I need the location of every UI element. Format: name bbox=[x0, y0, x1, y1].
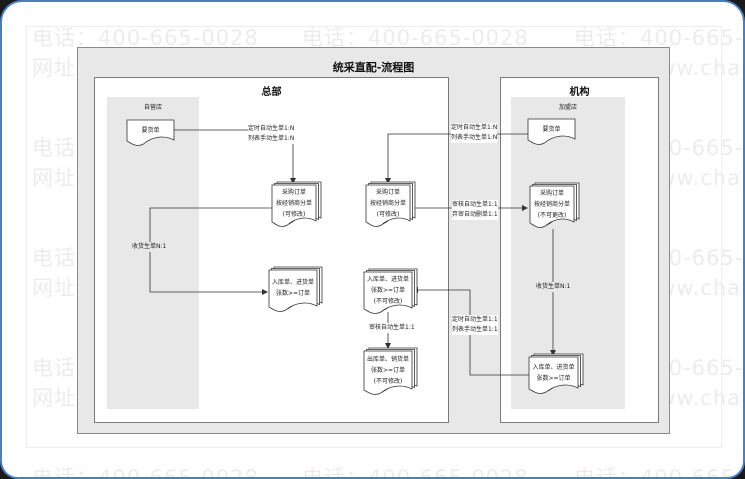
hq-outbound-doc: 出库单、销货单张数>=订单 (不可修改) bbox=[363, 347, 418, 395]
document-label-line: 张数>=订单 bbox=[536, 374, 571, 382]
edge-label-line: 审核自动生单1:1 bbox=[369, 324, 415, 331]
edge-label-line: 列表手动生单1:N bbox=[451, 134, 498, 141]
document-label-line: 采购订单 bbox=[281, 189, 306, 196]
edge-label-self-to-po: 定时自动生单1:N 列表手动生单1:N bbox=[248, 124, 295, 144]
document-label-line: 入库单、进货单 bbox=[366, 276, 409, 283]
document-label-line: 按经销商分单 bbox=[533, 201, 570, 208]
edge-label-franchise-to-po: 定时自动生单1:N 列表手动生单1:N bbox=[451, 123, 498, 143]
edge-label-line: 列表手动生单1:1 bbox=[452, 326, 498, 333]
edge-label-line: 审核自动生单1:1 bbox=[452, 201, 498, 208]
franchise-purchase-order-doc: 采购订单按经销商分单 (不可更改) bbox=[529, 182, 580, 228]
edge-label-self-receive: 收货生单N:1 bbox=[132, 242, 167, 252]
hq-receipt-center-doc: 入库单、进货单张数>=订单 (不可修改) bbox=[363, 268, 418, 314]
document-label-line: 入库单、进货单 bbox=[271, 279, 314, 286]
multi-document-icon bbox=[268, 266, 323, 312]
document-label: 采购订单按经销商分单 (不可更改) bbox=[530, 188, 574, 221]
edge-label-receipt-to-outbound: 审核自动生单1:1 bbox=[369, 323, 415, 333]
document-label-line: 张数>=订单 bbox=[275, 290, 311, 297]
document-label: 入库单、进货单张数>=订单 bbox=[529, 362, 578, 384]
document-label-line: 采购订单 bbox=[375, 189, 400, 196]
self-operated-lane: 自营店 bbox=[107, 97, 199, 409]
multi-document-icon bbox=[529, 182, 580, 228]
multi-document-icon bbox=[528, 353, 584, 394]
self-operated-lane-title: 自营店 bbox=[143, 104, 162, 111]
document-label-line: (不可更改) bbox=[537, 212, 567, 219]
edge-label-po-to-franchise: 审核自动生单1:1 弃审自动删单1:1 bbox=[452, 200, 498, 220]
edge-label-franchise-to-receipt: 定时自动生单1:1 列表手动生单1:1 bbox=[452, 315, 498, 335]
document-label: 采购订单按经销商分单 (可修改) bbox=[366, 187, 410, 220]
document-label-line: 要货单 bbox=[542, 125, 561, 133]
document-label-line: 出库单、销货单 bbox=[366, 355, 409, 363]
document-icon bbox=[126, 119, 175, 146]
multi-document-icon bbox=[271, 181, 322, 227]
multi-document-icon bbox=[363, 268, 418, 314]
document-label-line: 张数>=订单 bbox=[370, 366, 406, 374]
document-label-line: 采购订单 bbox=[539, 190, 564, 197]
edge-self-receive bbox=[149, 207, 272, 295]
self-requisition-doc: 要货单 bbox=[126, 119, 175, 146]
document-label-line: 按经销商分单 bbox=[275, 200, 312, 207]
document-label: 要货单 bbox=[127, 125, 174, 136]
franchise-requisition-doc: 要货单 bbox=[527, 118, 576, 145]
document-label-line: 入库单、进货单 bbox=[532, 363, 575, 371]
hq-receipt-doc: 入库单、进货单张数>=订单 bbox=[268, 266, 323, 312]
canvas-border bbox=[26, 26, 722, 448]
multi-document-icon bbox=[365, 181, 416, 227]
document-label-line: 按经销商分单 bbox=[369, 200, 406, 207]
document-label-line: (不可修改) bbox=[373, 377, 403, 385]
edge-label-line: 收货生单N:1 bbox=[536, 283, 571, 290]
document-label-line: 要货单 bbox=[141, 126, 160, 134]
edge-label-line: 收货生单N:1 bbox=[132, 243, 167, 250]
document-label-line: 张数>=订单 bbox=[370, 287, 406, 294]
diagram-title: 统采直配-流程图 bbox=[332, 61, 415, 74]
franchise-receipt-doc: 入库单、进货单张数>=订单 bbox=[528, 353, 584, 394]
document-label: 采购订单按经销商分单 (可修改) bbox=[272, 187, 316, 220]
document-label-line: (可修改) bbox=[282, 211, 306, 218]
hq-purchase-order-doc: 采购订单按经销商分单 (可修改) bbox=[271, 181, 322, 227]
document-label-line: (不可修改) bbox=[373, 298, 403, 305]
multi-document-icon bbox=[363, 347, 418, 395]
document-label: 入库单、进货单张数>=订单 bbox=[269, 277, 317, 299]
edge-label-line: 列表手动生单1:N bbox=[248, 135, 295, 142]
edge-label-line: 定时自动生单1:N bbox=[248, 125, 295, 132]
document-icon bbox=[527, 118, 576, 145]
edge-label-line: 弃审自动删单1:1 bbox=[452, 211, 498, 218]
document-label-line: (可修改) bbox=[376, 211, 400, 218]
document-label: 入库单、进货单张数>=订单 (不可修改) bbox=[364, 274, 412, 307]
edge-label-line: 定时自动生单1:N bbox=[451, 124, 498, 131]
document-label: 要货单 bbox=[528, 124, 575, 135]
hq-purchase-order-center-doc: 采购订单按经销商分单 (可修改) bbox=[365, 181, 416, 227]
edge-label-line: 定时自动生单1:1 bbox=[452, 316, 498, 323]
franchise-lane-title: 加盟店 bbox=[558, 104, 577, 111]
edge-label-franchise-receive: 收货生单N:1 bbox=[536, 282, 571, 292]
organization-title: 机构 bbox=[569, 87, 590, 98]
document-label: 出库单、销货单张数>=订单 (不可修改) bbox=[364, 354, 412, 387]
headquarters-title: 总部 bbox=[261, 87, 282, 98]
